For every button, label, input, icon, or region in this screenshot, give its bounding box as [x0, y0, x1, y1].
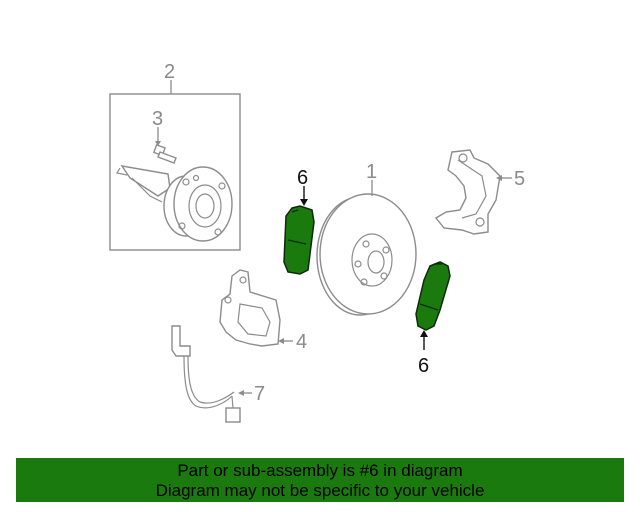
- callout-2: 2: [164, 61, 175, 83]
- callout-5: 5: [514, 168, 525, 190]
- part-info-banner: Part or sub-assembly is #6 in diagram Di…: [16, 458, 624, 502]
- callout-3: 3: [152, 108, 163, 130]
- caliper-drawing[interactable]: [219, 269, 281, 347]
- brake-rotor-drawing[interactable]: [316, 193, 417, 316]
- wheel-hub-drawing: [116, 165, 233, 242]
- brake-pad-right[interactable]: [415, 261, 451, 331]
- sensor-wire-drawing[interactable]: [171, 325, 241, 423]
- callout-1: 1: [366, 161, 377, 183]
- callout-4: 4: [296, 331, 307, 353]
- bolt-drawing: [152, 127, 177, 164]
- banner-line-2: Diagram may not be specific to your vehi…: [155, 481, 485, 500]
- banner-line-1: Part or sub-assembly is #6 in diagram: [177, 461, 463, 480]
- callout-6-right: 6: [418, 355, 429, 377]
- hub-assembly-frame: [109, 93, 241, 251]
- hub-assembly-group[interactable]: [109, 80, 241, 251]
- caliper-bracket-drawing[interactable]: [434, 149, 501, 235]
- callout-7: 7: [254, 383, 265, 405]
- brake-pad-left[interactable]: [283, 205, 315, 275]
- callout-6-left: 6: [297, 167, 308, 189]
